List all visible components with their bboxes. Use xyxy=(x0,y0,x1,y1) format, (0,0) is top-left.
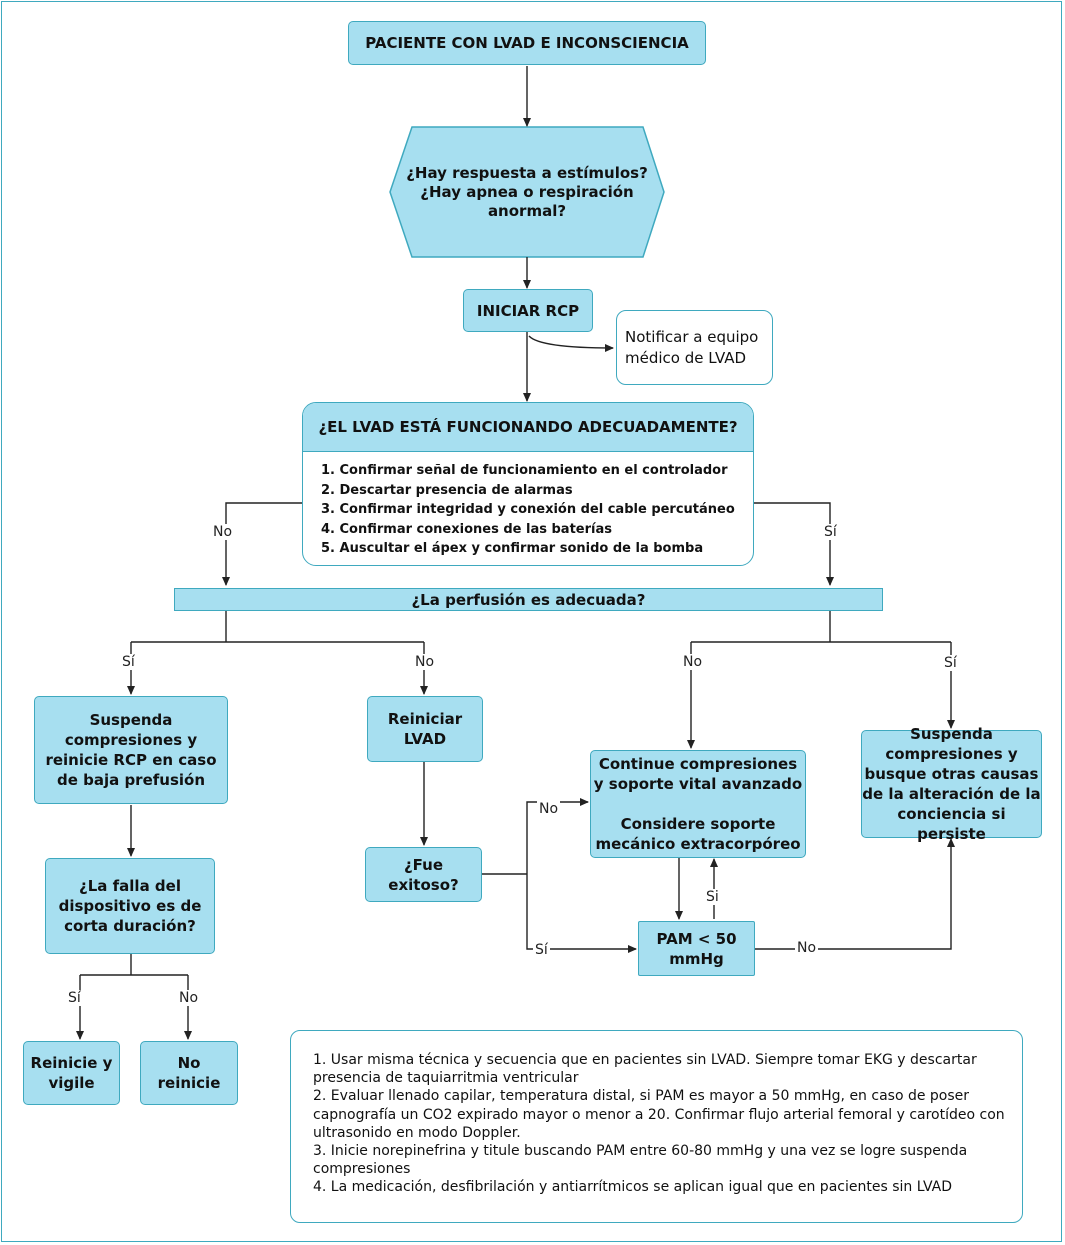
arrow-success-no xyxy=(526,798,589,874)
label-right-no: No xyxy=(681,654,705,670)
restart-watch-box: Reinicie y vigile xyxy=(23,1041,120,1105)
lvad-step: 5. Auscultar el ápex y confirmar sonido … xyxy=(321,541,704,557)
no-restart-box: No reinicie xyxy=(140,1041,238,1105)
lvad-check-box: ¿EL LVAD ESTÁ FUNCIONANDO ADECUADAMENTE?… xyxy=(302,402,754,566)
suspend-compressions-right: Suspenda compresiones y busque otras cau… xyxy=(861,725,1042,843)
label-success-no: No xyxy=(537,801,561,817)
label-lvad-no: No xyxy=(211,524,235,540)
restart-lvad-box: Reiniciar LVAD xyxy=(367,696,483,762)
label-lvad-yes: Sí xyxy=(822,524,839,540)
lvad-step: 1. Confirmar señal de funcionamiento en … xyxy=(321,463,728,478)
short-failure-question: ¿La falla del dispositivo es de corta du… xyxy=(45,858,215,954)
label-right-yes: Sí xyxy=(942,655,959,671)
notes-box: 1. Usar misma técnica y secuencia que en… xyxy=(290,1030,1023,1223)
stimuli-question: ¿Hay respuesta a estímulos? ¿Hay apnea o… xyxy=(406,163,648,220)
pam-box: PAM < 50 mmHg xyxy=(638,921,755,976)
suspend-compressions-left: Suspenda compresiones y reinicie RCP en … xyxy=(34,696,228,804)
title-box: PACIENTE CON LVAD E INCONSCIENCIA xyxy=(348,21,706,65)
note-item: 1. Usar misma técnica y secuencia que en… xyxy=(313,1052,977,1087)
label-pam-no: No xyxy=(795,940,819,956)
perfusion-question: ¿La perfusión es adecuada? xyxy=(174,588,883,611)
arrow-rcp-to-notify xyxy=(528,335,614,352)
label-left-no: No xyxy=(413,654,437,670)
line-lvad-no xyxy=(222,502,302,586)
lvad-steps-list: 1. Confirmar señal de funcionamiento en … xyxy=(321,461,753,559)
line-lvad-yes xyxy=(754,502,834,586)
label-failure-yes: Sí xyxy=(66,990,83,1006)
label-failure-no: No xyxy=(177,990,201,1006)
label-pam-si: Si xyxy=(704,889,721,905)
label-left-yes: Sí xyxy=(120,654,137,670)
start-cpr-box: INICIAR RCP xyxy=(463,289,593,332)
lvad-step: 4. Confirmar conexiones de las baterías xyxy=(321,521,612,537)
lvad-step: 2. Descartar presencia de alarmas xyxy=(321,482,573,498)
success-question: ¿Fue exitoso? xyxy=(365,847,482,902)
note-item: 3. Inicie norepinefrina y titule buscand… xyxy=(313,1143,968,1178)
arrow-success-yes xyxy=(526,874,637,953)
notify-box: Notificar a equipo médico de LVAD xyxy=(616,310,773,385)
note-item: 2. Evaluar llenado capilar, temperatura … xyxy=(313,1088,1005,1141)
arrow-pam-no xyxy=(754,838,955,950)
label-success-yes: Sí xyxy=(533,942,550,958)
decision-hexagon-shape xyxy=(389,126,665,258)
lvad-step: 3. Confirmar integridad y conexión del c… xyxy=(321,502,735,518)
lvad-question: ¿EL LVAD ESTÁ FUNCIONANDO ADECUADAMENTE? xyxy=(303,403,753,452)
note-item: 4. La medicación, desfibrilación y antia… xyxy=(313,1179,953,1196)
continue-compressions-box: Continue compresiones y soporte vital av… xyxy=(590,750,806,858)
